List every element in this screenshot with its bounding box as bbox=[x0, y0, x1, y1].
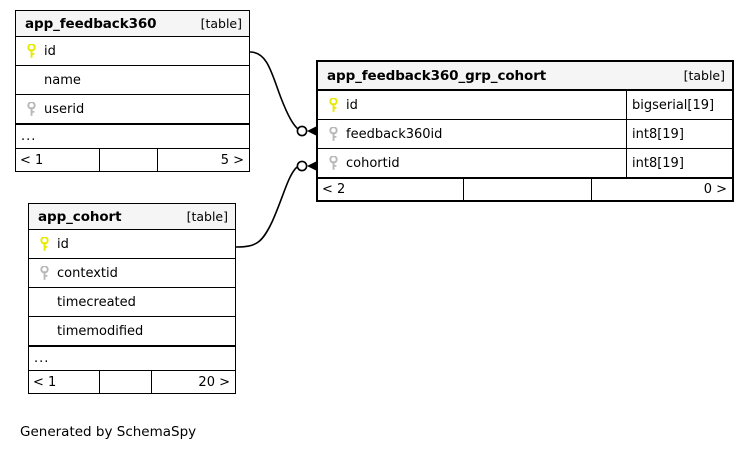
column-row[interactable]: id bigserial[19] bbox=[318, 91, 732, 120]
optional-marker-icon bbox=[296, 125, 308, 137]
footer-middle-cell bbox=[463, 179, 591, 200]
child-relations-count[interactable]: 0 > bbox=[591, 179, 732, 200]
column-row[interactable]: id bbox=[29, 230, 235, 259]
foreign-key-icon bbox=[325, 155, 342, 171]
column-name: contextid bbox=[57, 265, 118, 281]
column-type: bigserial[19] bbox=[626, 91, 732, 119]
column-name: timemodified bbox=[57, 323, 144, 339]
parent-relations-count[interactable]: < 1 bbox=[33, 374, 57, 390]
more-columns-indicator: ... bbox=[29, 346, 235, 371]
table-title: app_feedback360 bbox=[25, 15, 157, 32]
parent-relations-count[interactable]: < 2 bbox=[322, 182, 346, 197]
table-title: app_cohort bbox=[38, 208, 122, 225]
optional-marker-icon bbox=[296, 160, 308, 172]
relationship-fk-cohortid bbox=[235, 160, 318, 248]
column-row[interactable]: timecreated bbox=[29, 288, 235, 317]
column-row[interactable]: id bbox=[16, 37, 249, 66]
more-columns-indicator: ... bbox=[16, 124, 249, 149]
table-header: app_cohort [table] bbox=[29, 204, 235, 230]
column-name: timecreated bbox=[57, 294, 136, 310]
column-name: userid bbox=[44, 101, 85, 117]
table-type-tag: [table] bbox=[186, 209, 228, 224]
column-name: id bbox=[57, 236, 69, 252]
foreign-key-icon bbox=[36, 265, 53, 281]
table-app_cohort[interactable]: app_cohort [table] id bbox=[28, 203, 236, 394]
table-footer: < 1 20 > bbox=[29, 371, 235, 393]
no-key-icon bbox=[36, 324, 53, 339]
table-columns: id bigserial[19] feedback360id int8[19] bbox=[318, 91, 732, 200]
primary-key-icon bbox=[36, 236, 53, 252]
primary-key-icon bbox=[325, 97, 342, 113]
child-relations-count[interactable]: 20 > bbox=[151, 371, 235, 393]
table-columns: id contextid bbox=[29, 230, 235, 393]
column-row[interactable]: timemodified bbox=[29, 317, 235, 346]
table-type-tag: [table] bbox=[200, 16, 242, 31]
table-title: app_feedback360_grp_cohort bbox=[327, 67, 547, 84]
table-app_feedback360_grp_cohort[interactable]: app_feedback360_grp_cohort [table] id bi… bbox=[316, 60, 734, 202]
column-name: id bbox=[44, 43, 56, 59]
no-key-icon bbox=[36, 295, 53, 310]
table-footer: < 2 0 > bbox=[318, 178, 732, 200]
table-columns: id name bbox=[16, 37, 249, 171]
column-name: id bbox=[346, 97, 358, 113]
no-key-icon bbox=[23, 73, 40, 88]
table-type-tag: [table] bbox=[683, 68, 725, 83]
column-row[interactable]: userid bbox=[16, 95, 249, 124]
footer-middle-cell bbox=[99, 371, 151, 393]
column-name: cohortid bbox=[346, 155, 400, 171]
column-name: feedback360id bbox=[346, 126, 443, 142]
column-type: int8[19] bbox=[626, 120, 732, 148]
footer-middle-cell bbox=[99, 149, 157, 171]
table-footer: < 1 5 > bbox=[16, 149, 249, 171]
table-app_feedback360[interactable]: app_feedback360 [table] id bbox=[15, 10, 250, 172]
parent-relations-count[interactable]: < 1 bbox=[20, 152, 44, 168]
foreign-key-icon bbox=[325, 126, 342, 142]
column-row[interactable]: name bbox=[16, 66, 249, 95]
column-row[interactable]: feedback360id int8[19] bbox=[318, 120, 732, 149]
table-header: app_feedback360_grp_cohort [table] bbox=[318, 62, 732, 91]
primary-key-icon bbox=[23, 43, 40, 59]
column-row[interactable]: cohortid int8[19] bbox=[318, 149, 732, 178]
table-header: app_feedback360 [table] bbox=[16, 11, 249, 37]
column-type: int8[19] bbox=[626, 149, 732, 177]
relationship-fk-feedback360id bbox=[249, 51, 318, 137]
child-relations-count[interactable]: 5 > bbox=[157, 149, 249, 171]
foreign-key-icon bbox=[23, 101, 40, 117]
column-row[interactable]: contextid bbox=[29, 259, 235, 288]
generated-by-credit: Generated by SchemaSpy bbox=[20, 424, 197, 440]
column-name: name bbox=[44, 72, 81, 88]
